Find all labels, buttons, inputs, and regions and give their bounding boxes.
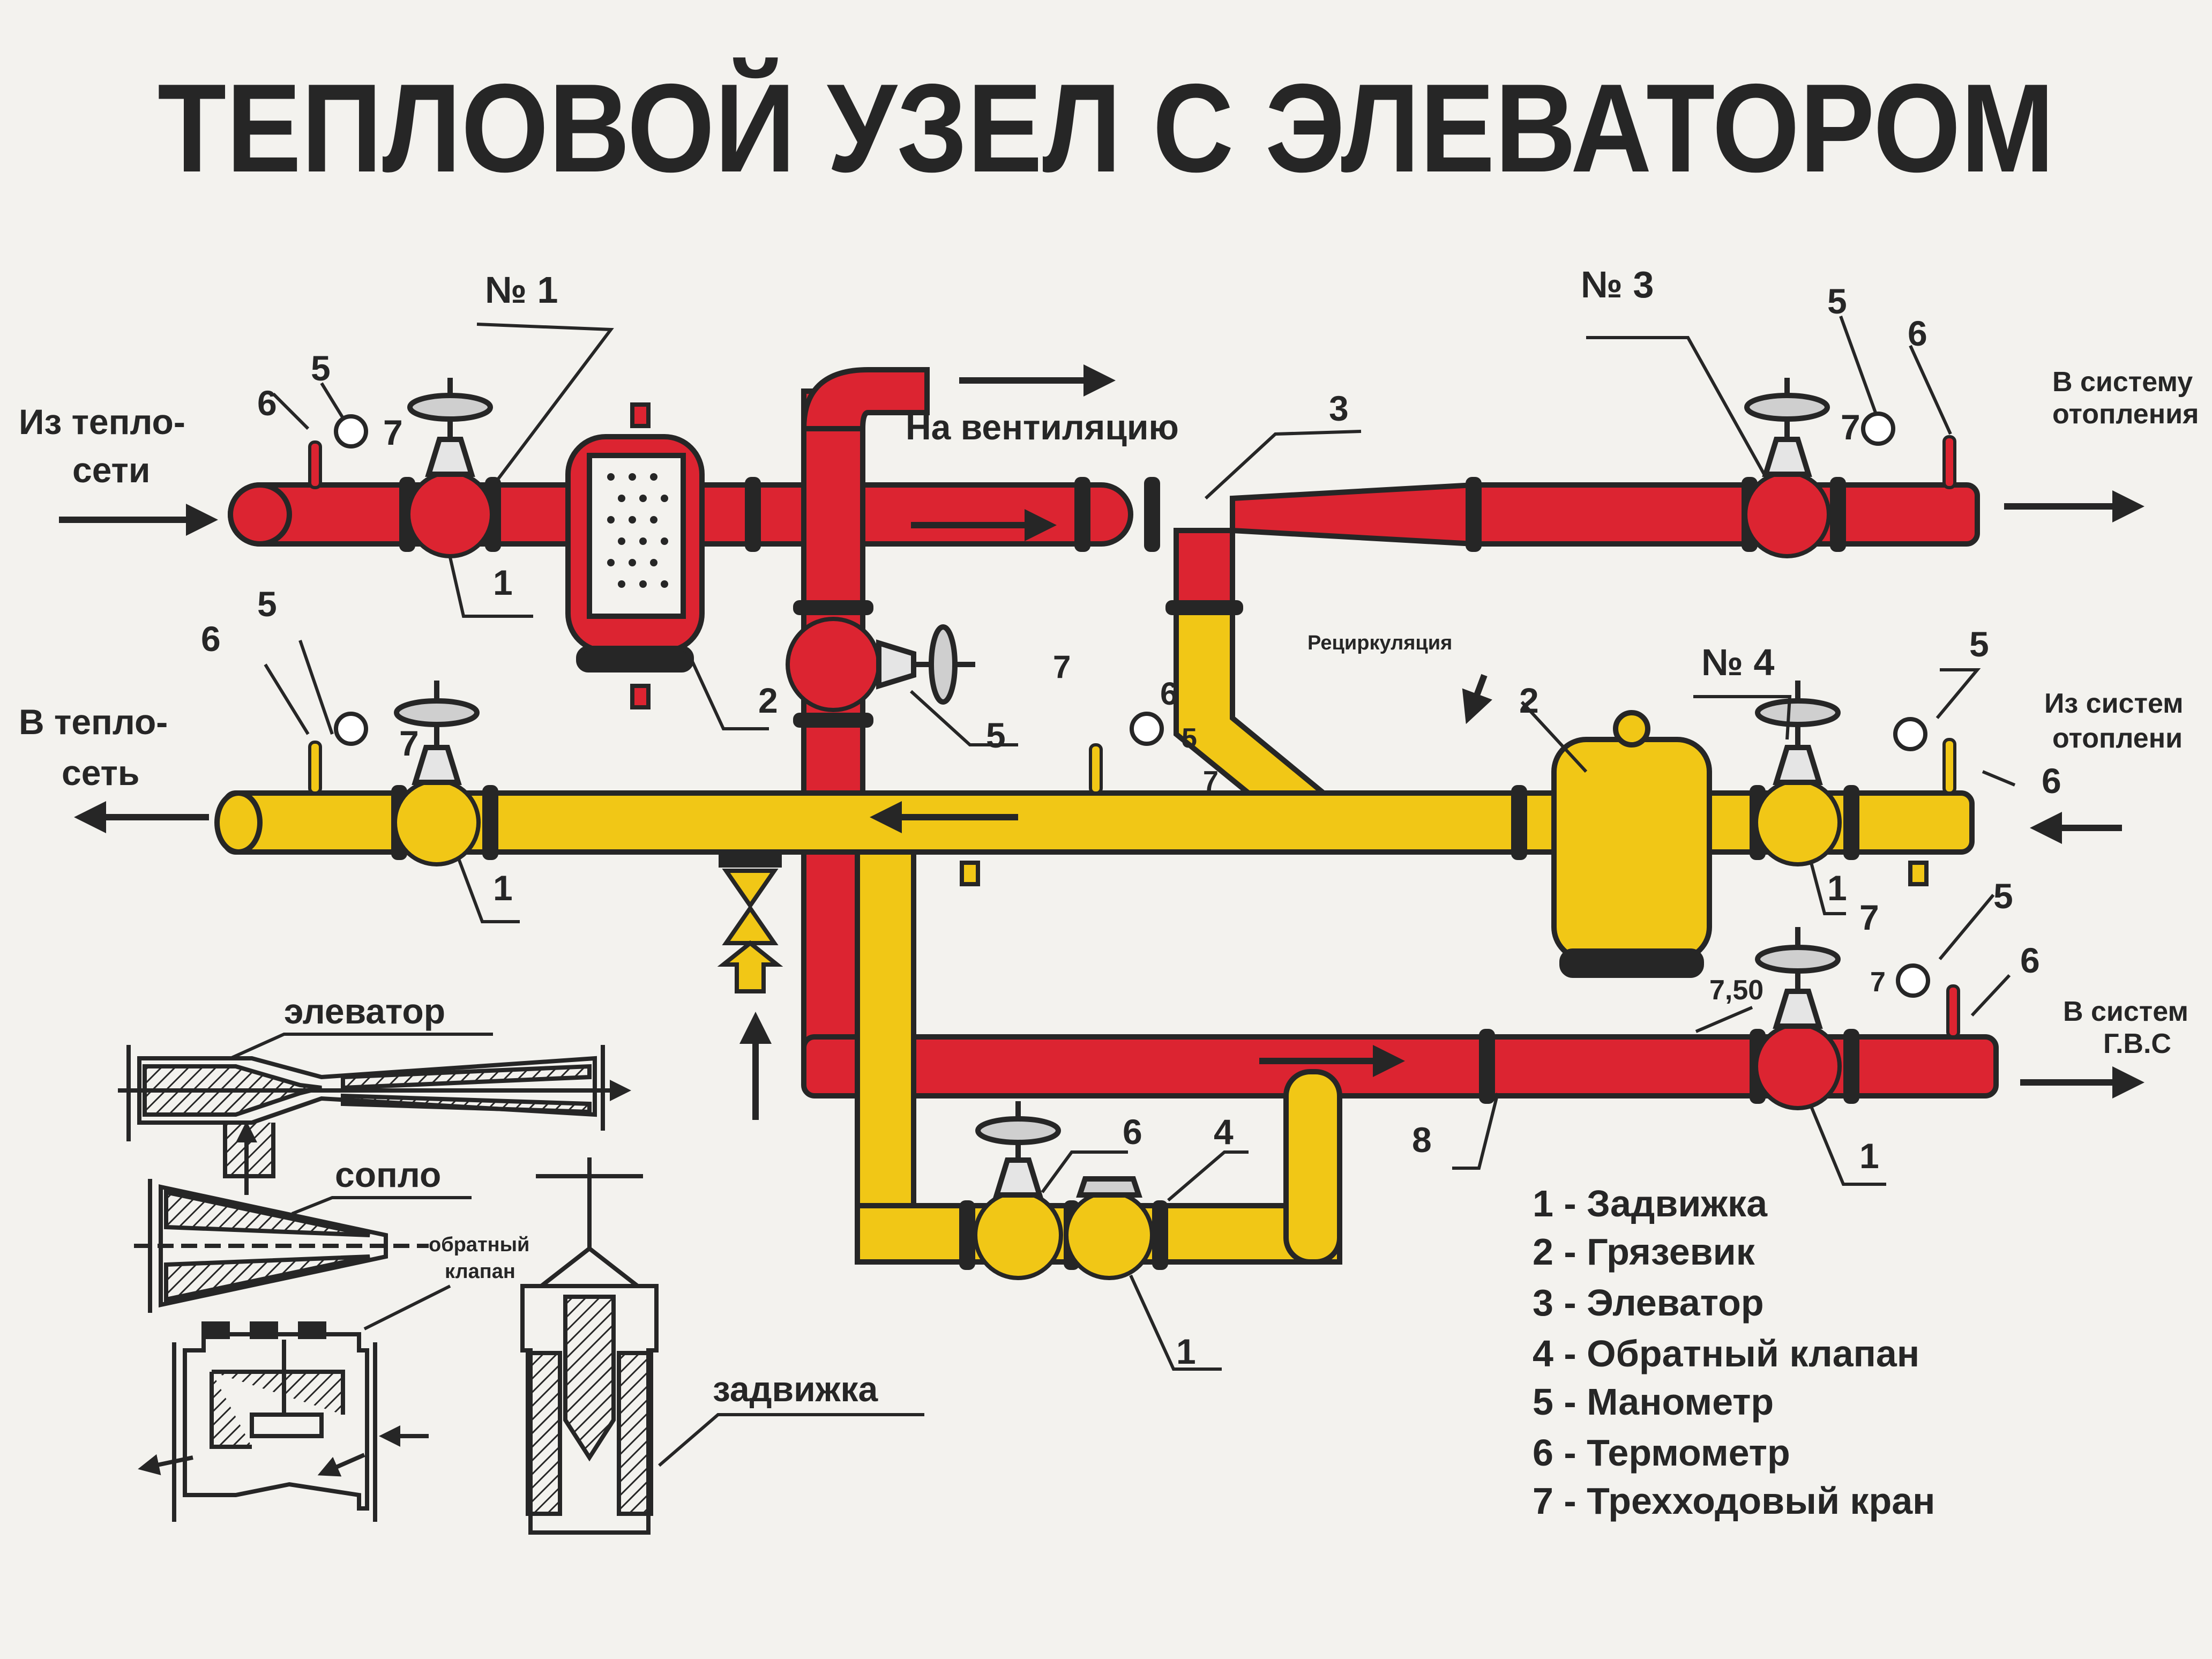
supply-inlet-end [228,482,292,547]
from-network-line1: Из тепло- [19,402,185,442]
legend: 1 - Задвижка 2 - Грязевик 3 - Элеватор 4… [1533,1183,1935,1522]
callout-2-b: 2 [1519,681,1539,720]
nozzle-detail-leader [291,1196,472,1215]
mud-collector-supply [565,434,705,672]
callout-1-e: 1 [1176,1332,1196,1371]
callout-8: 8 [1412,1120,1432,1160]
mud-collector-return [1551,710,1712,978]
from-network-line2: сети [72,450,150,490]
node-labels: № 1 № 3 № 4 [485,264,1774,683]
callout-1-b: 1 [493,868,513,908]
callout-5-e: 5 [1182,723,1197,754]
callout-5-b: 5 [1827,281,1847,321]
callout-5-a: 5 [311,348,331,388]
gate-valve-detail-leader [658,1413,924,1467]
callout-7-g: 7 [1870,967,1886,998]
to-heating-line1: В систему [2052,367,2193,398]
to-network-line1: В тепло- [19,702,168,742]
callout-5-g: 5 [1993,876,2013,916]
callout-1-c: 1 [1827,868,1847,908]
elevator-detail-label: элеватор [284,991,445,1031]
to-ventilation-label: На вентиляцию [906,407,1179,447]
flow-arrows [59,364,2144,1120]
legend-item-1: 1 - Задвижка [1533,1183,1768,1224]
recirculation-label: Рециркуляция [1307,632,1452,654]
legend-item-5: 5 - Манометр [1533,1381,1774,1423]
to-heating-line2: отопления [2052,399,2199,430]
from-heating-line2: отоплени [2052,723,2183,754]
callout-1-d: 1 [1859,1136,1879,1176]
leader-lines [264,315,2016,1371]
diagram-title: ТЕПЛОВОЙ УЗЕЛ С ЭЛЕВАТОРОМ [158,57,2054,198]
to-hot-water-line1: В систем [2063,996,2188,1027]
callout-7-f: 7 [1859,898,1879,937]
legend-item-4: 4 - Обратный клапан [1533,1333,1919,1374]
nozzle-section-drawing [134,1179,429,1313]
valve-handwheels [394,378,1841,1198]
callout-7-b: 7 [1841,407,1860,447]
callout-7-50: 7,50 [1709,975,1763,1006]
callout-7-e: 7 [1203,766,1219,797]
check-valve-section-drawing [138,1321,429,1522]
callout-6-g: 6 [1123,1112,1142,1152]
to-network-line2: сеть [62,753,139,793]
from-heating-line1: Из систем [2044,688,2184,719]
callout-4: 4 [1214,1112,1234,1152]
nozzle-detail-label: сопло [335,1155,441,1194]
node-4-label: № 4 [1701,641,1774,683]
callout-5-c: 5 [257,584,277,624]
node-1-label: № 1 [485,269,558,311]
callout-6-a: 6 [257,383,277,423]
to-hot-water-line2: Г.В.С [2103,1028,2171,1059]
flow-labels: Из тепло- сети В тепло- сеть На вентиляц… [19,367,2199,1059]
bypass-valve-symbols [717,850,783,993]
gate-valve-bodies [393,470,1842,1280]
callout-numbers: 1 1 1 1 1 2 2 3 4 5 5 5 5 5 5 5 6 6 6 6 … [201,281,2061,1371]
callout-6-d: 6 [1160,676,1178,712]
callout-7-a: 7 [383,413,403,452]
callout-2-a: 2 [758,681,778,720]
drain-valves [630,402,1929,886]
callout-6-b: 6 [1908,313,1927,353]
return-outlet-end [214,790,263,855]
mud-collector-supply-holes [607,473,668,588]
gate-valve-detail-label: задвижка [713,1369,879,1409]
callout-1-a: 1 [493,563,513,602]
legend-item-7: 7 - Трехходовый кран [1533,1480,1935,1522]
legend-item-2: 2 - Грязевик [1533,1231,1755,1273]
callout-6-f: 6 [2020,940,2040,980]
callout-5-f: 5 [1969,624,1989,664]
legend-item-6: 6 - Термометр [1533,1432,1790,1474]
check-valve-leader [363,1284,451,1331]
callout-6-c: 6 [201,619,221,659]
callout-5-d: 5 [986,715,1006,755]
check-valve-label-line2: клапан [445,1260,515,1283]
thermometers [308,435,1960,1038]
node-3-label: № 3 [1581,264,1654,305]
pressure-gauges [334,412,1930,998]
callout-7-d: 7 [1053,649,1071,685]
gate-valve-section-drawing [520,1157,659,1535]
check-valve-label-line1: обратный [429,1234,529,1256]
callout-3: 3 [1329,388,1349,428]
elevator-detail-leader [229,1033,493,1060]
legend-item-3: 3 - Элеватор [1533,1282,1764,1324]
elevator-section-drawing [118,1045,631,1195]
callout-6-e: 6 [2042,761,2061,801]
callout-7-c: 7 [399,723,419,763]
